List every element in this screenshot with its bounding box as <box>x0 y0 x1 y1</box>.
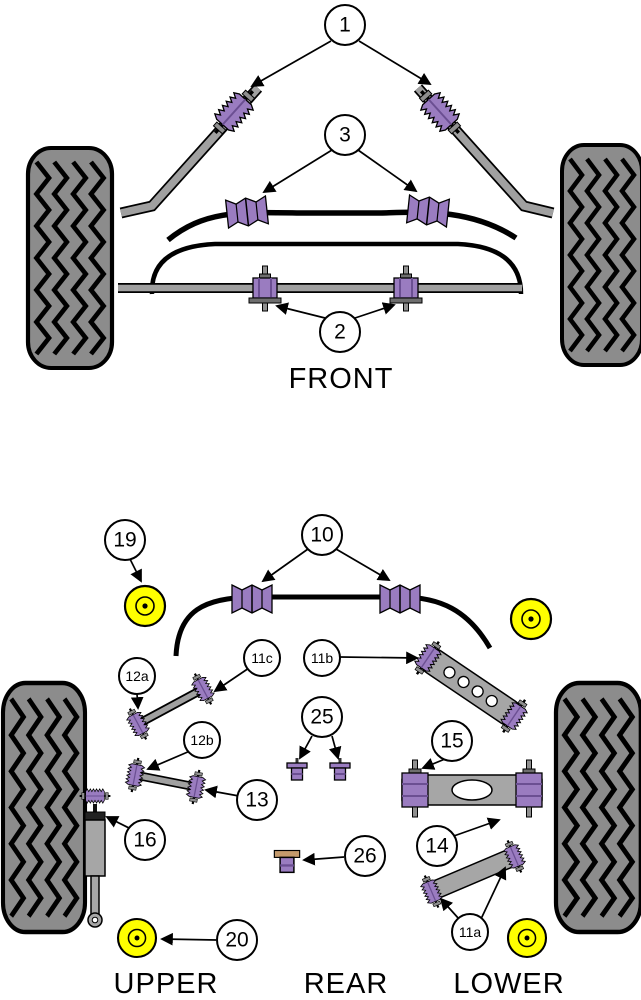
callout-19: 19 <box>104 519 146 561</box>
callout-10-arrow-left <box>261 548 309 583</box>
callout-1-label: 1 <box>339 14 351 37</box>
top-mount-right <box>509 597 553 641</box>
callout-11a-label: 11a <box>459 924 482 940</box>
callout-11a: 11a <box>451 913 489 951</box>
callout-11c: 11c <box>243 639 281 677</box>
tire-rear-left <box>3 683 85 932</box>
callout-25-label: 25 <box>310 706 333 729</box>
callout-11b: 11b <box>303 639 341 677</box>
callout-19-label: 19 <box>113 529 136 552</box>
callout-15-arrow <box>421 757 446 770</box>
callout-12b: 12b <box>183 721 221 759</box>
upper-link-arm-2 <box>122 755 209 807</box>
small-bushing-25-left <box>286 757 308 781</box>
top-mount-left <box>123 584 167 628</box>
callout-25: 25 <box>301 696 343 738</box>
callout-14: 14 <box>416 825 458 867</box>
callout-12b-arrow <box>146 750 191 771</box>
rear-arb-bushing-right <box>379 584 421 614</box>
callout-20-arrow <box>160 932 217 946</box>
rear-subframe-mount <box>401 759 543 818</box>
callout-16-label: 16 <box>133 829 156 852</box>
callout-11b-arrow <box>339 651 419 665</box>
callout-12a-label: 12a <box>125 668 149 684</box>
rear-lower-arm <box>416 836 530 912</box>
callout-1: 1 <box>324 4 366 46</box>
lower-section-label: LOWER <box>453 968 564 1000</box>
callout-10-arrow-right <box>335 548 391 581</box>
rear-section: 19 10 11c 11b 12a 12b <box>3 514 641 1000</box>
front-lower-arc <box>149 241 524 295</box>
front-arb-bushing-left <box>224 195 270 229</box>
callout-10: 10 <box>301 514 343 556</box>
callout-26: 26 <box>344 835 386 877</box>
tire-rear-right <box>556 683 641 932</box>
callout-3-arrow-left <box>262 149 333 194</box>
small-bushing-26 <box>273 849 301 874</box>
callout-12a: 12a <box>118 657 156 695</box>
rear-arb-bushing-left <box>231 584 273 614</box>
callout-26-arrow <box>302 852 345 866</box>
front-clamp-bushing-right <box>389 265 423 312</box>
bottom-mount-right <box>506 917 548 959</box>
callout-13-arrow <box>204 785 240 799</box>
callout-15-label: 15 <box>440 730 463 753</box>
callout-2-label: 2 <box>334 321 346 344</box>
rear-upper-camber-arm <box>408 635 534 739</box>
callout-3-arrow-right <box>357 149 418 193</box>
callout-10-label: 10 <box>310 524 333 547</box>
callout-15: 15 <box>431 720 473 762</box>
front-section-label: FRONT <box>289 363 394 395</box>
callout-2-arrow-right <box>354 302 396 319</box>
callout-11c-label: 11c <box>251 650 273 666</box>
tire-front-right <box>562 145 641 365</box>
callout-26-label: 26 <box>353 845 376 868</box>
callout-3-label: 3 <box>339 124 351 147</box>
callout-12a-arrow <box>130 693 144 710</box>
callout-25-arrow-right <box>328 735 342 760</box>
callout-11a-arrow-right <box>480 866 507 920</box>
front-anti-roll-bar <box>166 209 518 243</box>
callout-20-label: 20 <box>225 929 248 952</box>
callout-2-arrow-left <box>275 302 326 319</box>
small-bushing-25-right <box>329 757 351 781</box>
callout-11b-label: 11b <box>311 650 334 666</box>
callout-1-arrow-right <box>358 40 432 85</box>
front-clamp-bushing-left <box>248 265 282 312</box>
upper-link-arm-1 <box>121 668 220 745</box>
callout-14-arrow <box>450 817 501 838</box>
front-arb-bushing-right <box>405 194 451 228</box>
callout-3: 3 <box>324 114 366 156</box>
front-section: 1 3 2 FRONT <box>28 4 641 395</box>
bottom-mount-left <box>116 917 158 959</box>
tire-front-left <box>28 148 112 368</box>
callout-16-arrow <box>105 816 132 830</box>
callout-12b-label: 12b <box>190 732 214 748</box>
callout-20: 20 <box>216 919 258 961</box>
callout-11c-arrow <box>213 667 250 693</box>
rear-section-label: REAR <box>304 968 389 1000</box>
callout-1-arrow-left <box>250 40 332 87</box>
callout-2: 2 <box>319 311 361 353</box>
callout-13-label: 13 <box>245 789 268 812</box>
rear-shock-absorber <box>78 787 112 928</box>
callout-14-label: 14 <box>425 835 449 858</box>
callout-11a-arrow-left <box>439 897 460 920</box>
upper-section-label: UPPER <box>114 968 219 1000</box>
callout-19-arrow <box>129 558 142 583</box>
callout-16: 16 <box>124 819 166 861</box>
callout-13: 13 <box>236 779 278 821</box>
callout-25-arrow-left <box>299 735 313 760</box>
